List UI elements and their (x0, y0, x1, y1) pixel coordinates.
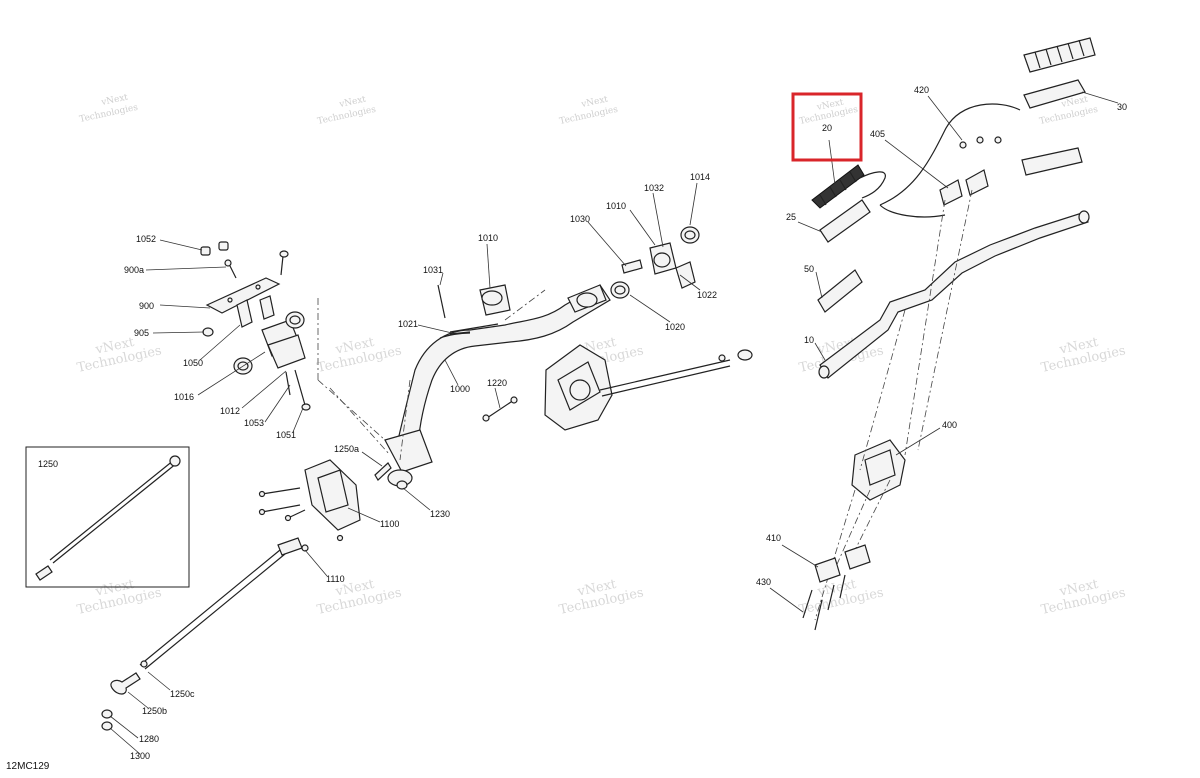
clamp-400 (851, 439, 906, 501)
label-1031: 1031 (423, 265, 443, 275)
label-1250c: 1250c (170, 689, 195, 699)
label-1053: 1053 (244, 418, 264, 428)
clamp-410b (844, 544, 871, 570)
label-1014: 1014 (690, 172, 710, 182)
clamp-1022 (675, 261, 696, 289)
ball-joint-1250b (110, 672, 141, 695)
grip-50 (817, 269, 863, 313)
lever-405a (939, 179, 963, 206)
label-1016: 1016 (174, 392, 194, 402)
clamp-410a (814, 557, 841, 583)
label-1050: 1050 (183, 358, 203, 368)
bolt-1053 (285, 371, 291, 396)
inset-label: 1250 (38, 459, 58, 469)
label-410: 410 (766, 533, 781, 543)
label-1280: 1280 (139, 734, 159, 744)
steering-column-1000 (374, 284, 611, 490)
label-1020: 1020 (665, 322, 685, 332)
bushing-1014 (680, 226, 700, 244)
lever-405b (965, 169, 989, 196)
label-50: 50 (804, 264, 814, 274)
label-1250b: 1250b (142, 706, 167, 716)
label-1110: 1110 (326, 574, 345, 584)
label-1230: 1230 (430, 509, 450, 519)
label-1032: 1032 (644, 183, 664, 193)
housing-1100 (304, 459, 361, 531)
label-405: 405 (870, 129, 885, 139)
label-1021: 1021 (398, 319, 418, 329)
nut-1052 (200, 241, 229, 256)
washer-905 (202, 327, 214, 337)
washer-1280 (101, 709, 113, 719)
steering-shaft (139, 549, 281, 666)
washer-1230 (396, 480, 408, 490)
bracket-900 (205, 277, 281, 314)
label-1010b: 1010 (606, 201, 626, 211)
cable-420 (879, 103, 1021, 206)
bolt-1021 (449, 331, 471, 335)
bolt-1250a (374, 462, 392, 481)
label-1220: 1220 (487, 378, 507, 388)
sleeve-1050 (236, 295, 275, 328)
sleeve-1110 (277, 537, 303, 556)
inset-frame (25, 446, 190, 588)
watermarks: vNext Technologies vNext Technologies vN… (76, 93, 1127, 618)
part-labels: 1052 900a 900 905 1050 1016 1012 1053 10… (124, 85, 1127, 761)
riser-clamp-assembly (200, 241, 391, 456)
label-10: 10 (804, 335, 814, 345)
bolt-1051 (294, 369, 306, 406)
bolt-430 (802, 589, 813, 619)
label-1052: 1052 (136, 234, 156, 244)
figure-code: 12MC129 (6, 761, 50, 772)
steering-gear-housing (544, 344, 753, 431)
label-1300: 1300 (130, 751, 150, 761)
label-1030: 1030 (570, 214, 590, 224)
highlight-box-20 (791, 92, 863, 162)
label-900a: 900a (124, 265, 144, 275)
label-1100: 1100 (380, 519, 399, 529)
label-25: 25 (786, 212, 796, 222)
clamp-block (384, 429, 433, 473)
label-1012: 1012 (220, 406, 240, 416)
tie-rod-upper (599, 359, 731, 391)
inset-panel: 1250 (25, 446, 190, 588)
handlebar-10 (819, 211, 1089, 379)
label-900: 900 (139, 301, 154, 311)
label-1022: 1022 (697, 290, 717, 300)
grip-20 (811, 164, 886, 209)
tie-rod-1250 (49, 459, 175, 561)
bearing-1020 (610, 281, 630, 299)
grip-25 (819, 199, 871, 243)
grip-30 (1023, 37, 1096, 109)
leader-lines (109, 91, 1119, 755)
grip-end (1021, 147, 1083, 176)
label-1010a: 1010 (478, 233, 498, 243)
upper-column-parts (567, 226, 700, 313)
label-430: 430 (756, 577, 771, 587)
label-1000: 1000 (450, 384, 470, 394)
label-20: 20 (822, 123, 832, 133)
label-420: 420 (914, 85, 929, 95)
lower-shaft-assembly (101, 459, 361, 731)
bolt-1031 (437, 284, 446, 319)
label-1051: 1051 (276, 430, 296, 440)
sleeve-1030 (621, 259, 643, 274)
label-400: 400 (942, 420, 957, 430)
nut-1300 (101, 721, 113, 731)
label-30: 30 (1117, 102, 1127, 112)
handlebar-assembly (802, 37, 1096, 631)
label-905: 905 (134, 328, 149, 338)
label-1250a: 1250a (334, 444, 359, 454)
